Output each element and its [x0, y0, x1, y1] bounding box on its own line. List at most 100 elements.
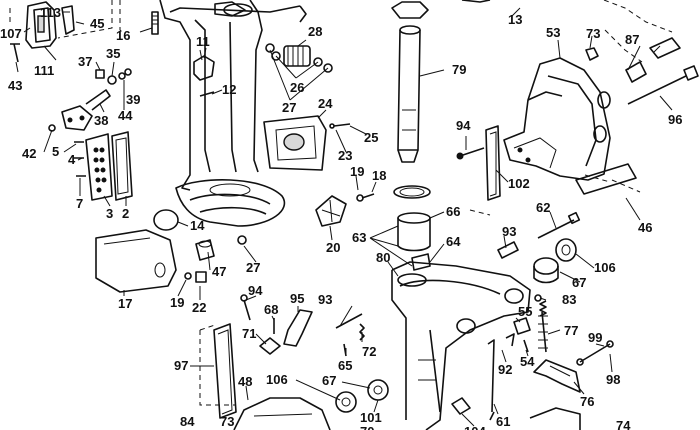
callout-39: 39	[126, 92, 140, 107]
callout-95: 95	[290, 291, 304, 306]
callout-84: 84	[180, 414, 195, 429]
part-77-spring	[538, 300, 548, 353]
callout-44: 44	[118, 108, 133, 123]
callout-94-mid: 94	[248, 283, 263, 298]
callout-77: 77	[564, 323, 578, 338]
callout-19-mid: 19	[170, 295, 184, 310]
callout-17: 17	[118, 296, 132, 311]
callout-71: 71	[242, 326, 256, 341]
callout-101: 101	[360, 410, 382, 425]
callout-64: 64	[446, 234, 461, 249]
callout-87: 87	[625, 32, 639, 47]
part-3-plate	[85, 133, 113, 201]
callout-43: 43	[8, 78, 22, 93]
callout-107: 107	[0, 26, 22, 41]
callout-55: 55	[518, 304, 532, 319]
part-96-rod	[627, 65, 699, 105]
part-5-7-screws	[74, 141, 86, 177]
callout-79: 79	[452, 62, 466, 77]
callout-96: 96	[668, 112, 682, 127]
callout-67-low: 67	[322, 373, 336, 388]
part-53-swivel-bracket	[503, 57, 611, 181]
part-95-bracket	[283, 309, 313, 347]
part-92-rod	[487, 333, 515, 413]
part-27-washer	[237, 235, 247, 245]
callout-24: 24	[318, 96, 333, 111]
dashed-group-lines	[9, 0, 673, 406]
part-66-sleeve	[393, 185, 431, 252]
callout-62: 62	[536, 200, 550, 215]
callout-35: 35	[106, 46, 120, 61]
callout-74: 74	[616, 418, 631, 430]
callout-22: 22	[192, 300, 206, 315]
callout-80: 80	[376, 250, 390, 265]
callout-47: 47	[212, 264, 226, 279]
callout-111: 111	[34, 63, 54, 78]
callout-76: 76	[580, 394, 594, 409]
callout-73-top: 73	[586, 26, 600, 41]
callout-66: 66	[446, 204, 460, 219]
callout-38: 38	[94, 113, 108, 128]
part-111-bracket	[25, 1, 75, 49]
part-98-lever	[576, 340, 614, 366]
callout-28: 28	[308, 24, 322, 39]
callout-42: 42	[22, 146, 36, 161]
callout-61: 61	[496, 414, 510, 429]
callout-25: 25	[364, 130, 378, 145]
callout-54: 54	[520, 354, 535, 369]
part-94-bolt-lower	[240, 294, 251, 321]
part-67-bushing-lower	[367, 379, 389, 401]
callout-37: 37	[78, 54, 92, 69]
part-61-rod	[489, 411, 495, 421]
part-72-spring	[359, 323, 365, 341]
part-79-tube	[391, 1, 429, 163]
callout-11: 11	[196, 34, 210, 49]
part-74-bracket	[529, 407, 581, 430]
part-76-handle	[533, 359, 581, 393]
callout-4: 4	[68, 152, 76, 167]
part-97-link	[213, 323, 237, 419]
part-93-bushing	[497, 241, 519, 259]
callout-2: 2	[122, 206, 129, 221]
callout-97: 97	[174, 358, 188, 373]
callout-3: 3	[106, 206, 113, 221]
leader-lines	[15, 7, 673, 427]
part-16-stud	[151, 11, 159, 35]
part-17-cover	[95, 229, 177, 293]
part-54-screw	[523, 339, 529, 353]
callout-23: 23	[338, 148, 352, 163]
part-106-washer	[555, 238, 577, 262]
callout-63: 63	[352, 230, 366, 245]
part-48-housing	[233, 397, 331, 430]
callout-14: 14	[190, 218, 205, 233]
callout-68: 68	[264, 302, 278, 317]
callout-83: 83	[562, 292, 576, 307]
part-22-bushing	[195, 271, 207, 283]
callout-72: 72	[362, 344, 376, 359]
callout-19-top: 19	[350, 164, 364, 179]
part-28-valve	[265, 43, 333, 73]
part-46-tube	[575, 163, 637, 195]
part-106-washer-lower	[335, 391, 357, 413]
callout-48: 48	[238, 374, 252, 389]
callout-93-mid: 93	[318, 292, 332, 307]
callout-70: 70	[360, 424, 374, 430]
exhaust-housing	[159, 0, 307, 227]
part-12-screw	[199, 91, 215, 97]
part-67-bushing	[533, 257, 559, 284]
part-19-washer	[184, 272, 192, 280]
callout-labels: 107 113 45 16 13 53 73 87 43 111 11 28 7…	[0, 5, 682, 430]
part-14-knob	[153, 209, 179, 231]
callout-102: 102	[508, 176, 530, 191]
callout-18: 18	[372, 168, 386, 183]
callout-27-top: 27	[282, 100, 296, 115]
callout-16: 16	[116, 28, 130, 43]
part-94-bolt	[456, 147, 485, 160]
callout-113: 113	[40, 5, 61, 20]
part-87-bushing	[625, 37, 681, 83]
part-11-fitting	[193, 49, 215, 81]
part-47-nut	[195, 239, 215, 261]
swivel-housing	[391, 261, 531, 430]
callout-104: 104	[464, 424, 486, 430]
callout-92: 92	[498, 362, 512, 377]
